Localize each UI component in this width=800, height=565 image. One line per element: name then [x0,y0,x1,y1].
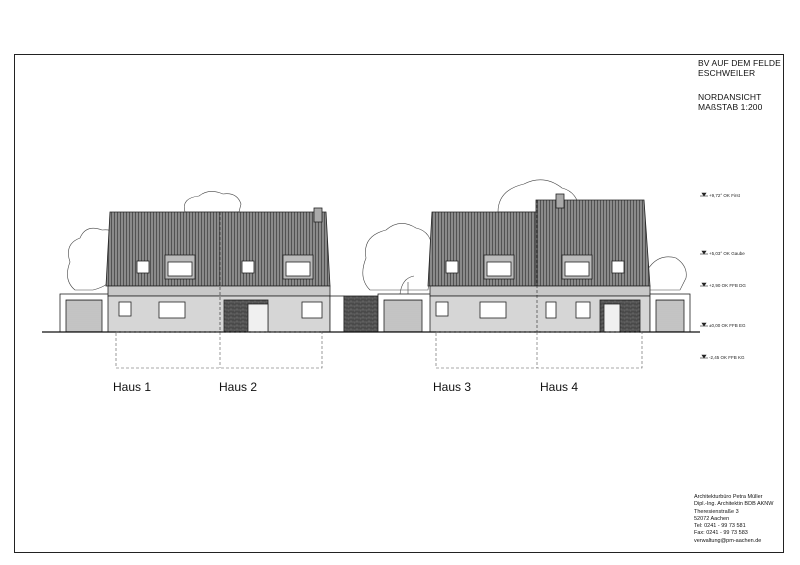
level-markers [700,192,708,359]
office-fax: Fax: 0241 - 99 73 583 [694,530,748,537]
architect-office-stamp: Architekturbüro Petra Müller Dipl.-Ing. … [694,494,773,545]
view-name: NORDANSICHT [698,92,762,102]
house-block-1-2 [105,207,331,333]
office-title: Dipl.-Ing. Architektin BDB AKNW [694,501,774,508]
garage-haus-4 [649,293,691,333]
office-email: verwaltung@pm-aachen.de [694,537,762,544]
level-label-ridge: +9,72° OK First [709,193,740,198]
level-label-basement: -2,45 OK FFB KG [709,355,745,360]
drawing-scale: MAßSTAB 1:200 [698,102,763,112]
brick-walls-middle [329,293,433,333]
office-city: 52072 Aachen [694,515,730,522]
level-label-dormer: +5,03° OK Gaube [709,251,745,256]
office-street: Theresienstraße 3 [694,508,739,515]
level-label-upper-floor: +2,90 OK FFB DG [709,283,746,288]
house-label-1: Haus 1 [113,380,152,394]
drawing-sheet-frame [14,54,784,553]
garage-haus-1 [59,293,111,333]
basement-outline [115,331,643,369]
title-block: BV AUF DEM FELDE ESCHWEILER [698,58,781,78]
office-phone: Tel: 0241 - 99 73 581 [694,523,746,530]
house-block-3-4 [427,193,651,333]
house-label-4: Haus 4 [540,380,579,394]
project-name: BV AUF DEM FELDE [698,58,781,68]
house-label-3: Haus 3 [433,380,472,394]
office-name: Architekturbüro Petra Müller [694,494,763,500]
level-label-ground-floor: ±0,00 OK FFB EG [709,323,746,328]
project-location: ESCHWEILER [698,68,756,78]
view-block: NORDANSICHT MAßSTAB 1:200 [698,92,762,112]
house-label-2: Haus 2 [219,380,258,394]
